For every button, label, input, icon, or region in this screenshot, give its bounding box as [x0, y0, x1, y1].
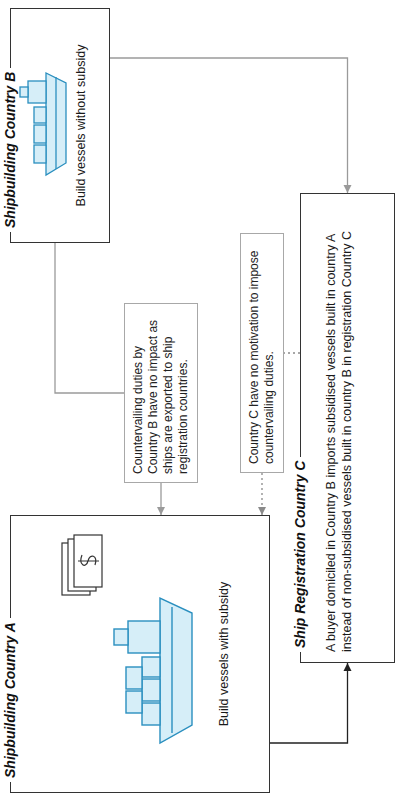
note-box: Countervailing duties by Country B have … — [124, 303, 198, 483]
box-heading: Shipbuilding Country A — [1, 618, 19, 782]
arrow-head — [157, 507, 165, 515]
connector — [55, 243, 124, 393]
box-text: Build vessels without subsidy — [73, 9, 97, 242]
connector-line — [55, 243, 124, 393]
registration-box: Ship Registration Country CA buyer domic… — [300, 193, 395, 663]
connector-line — [284, 352, 300, 353]
shipbuilding-box: Shipbuilding Country BBuild vessels with… — [10, 8, 110, 243]
connector — [258, 473, 266, 515]
connector-line — [110, 58, 348, 193]
ship-icon — [114, 598, 192, 743]
box-text: Build vessels with subsidy — [216, 516, 240, 792]
connector — [157, 483, 165, 515]
box-heading: Ship Registration Country C — [291, 457, 309, 652]
connector — [284, 353, 300, 354]
arrow-head — [258, 507, 266, 515]
connector — [270, 663, 352, 743]
arrow-head — [344, 663, 352, 671]
box-text: A buyer domiciled in Country B imports s… — [323, 194, 364, 662]
note-text: Countervailing duties by Country B have … — [131, 312, 191, 474]
shipbuilding-box: Shipbuilding Country ABuild vessels with… — [10, 515, 270, 793]
arrow-head — [344, 185, 352, 193]
note-box: Country C have no motivation to impose c… — [240, 233, 284, 473]
connector-line — [270, 663, 348, 743]
ship-icon — [20, 73, 66, 175]
box-heading: Shipbuilding Country B — [1, 68, 19, 232]
connector — [110, 58, 352, 193]
note-text: Country C have no motivation to impose c… — [247, 242, 277, 464]
money-icon — [62, 535, 102, 595]
